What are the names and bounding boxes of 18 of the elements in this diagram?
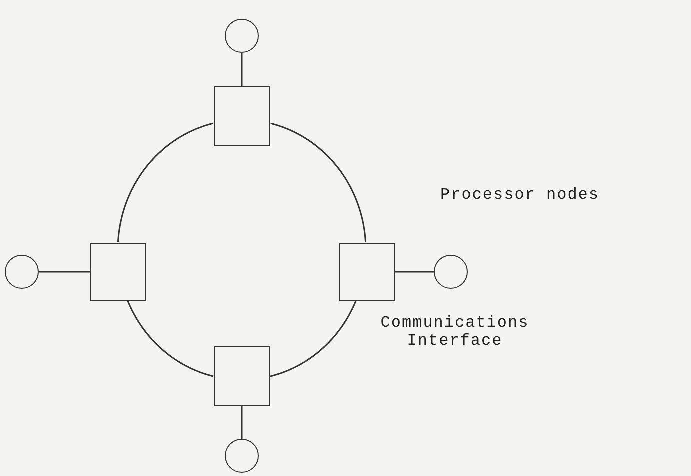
- connector-line: [241, 406, 243, 439]
- annotation-text: Processor nodes: [439, 186, 601, 204]
- circle-node: [434, 255, 468, 289]
- square-node: [214, 86, 270, 146]
- square-node: [214, 346, 270, 406]
- annotation-text: Communications Interface: [380, 314, 530, 350]
- connector-line: [270, 122, 367, 242]
- circle-node: [225, 439, 259, 473]
- connector-line: [127, 301, 214, 378]
- square-node: [339, 243, 395, 301]
- circle-node: [225, 19, 259, 53]
- connector-line: [270, 300, 357, 378]
- connector-line: [39, 271, 90, 273]
- connector-line: [395, 271, 434, 273]
- connector-line: [117, 122, 214, 242]
- circle-node: [5, 255, 39, 289]
- connector-line: [241, 53, 243, 86]
- square-node: [90, 243, 146, 301]
